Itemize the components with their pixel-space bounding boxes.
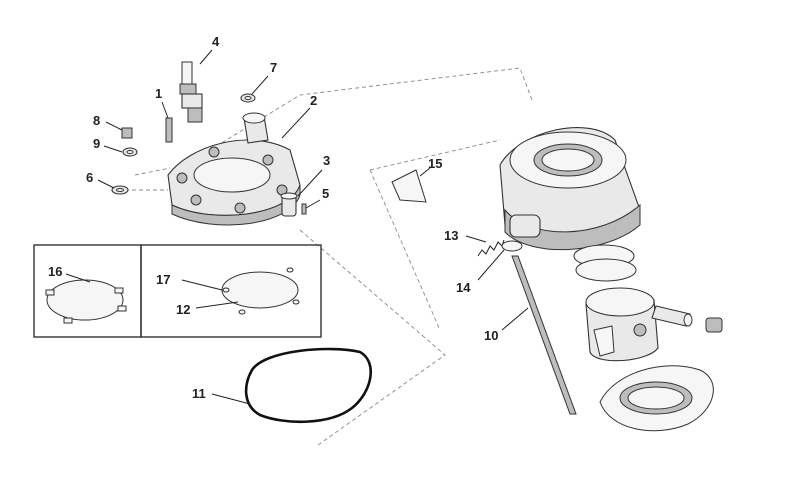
long-stud	[511, 255, 577, 415]
callout-15: 15	[428, 156, 442, 171]
small-washers	[111, 93, 256, 195]
cylinder-block	[499, 127, 641, 251]
base-gasket	[599, 365, 714, 432]
large-o-ring	[244, 347, 372, 424]
piston-rings	[573, 244, 637, 282]
callout-8: 8	[93, 113, 100, 128]
callout-7: 7	[270, 60, 277, 75]
head-gasket-large	[221, 267, 300, 315]
assembly-guide-lines	[118, 67, 533, 446]
callout-12: 12	[176, 302, 190, 317]
bracket	[391, 169, 427, 203]
thermostat	[280, 192, 307, 217]
callout-11: 11	[192, 386, 206, 401]
callout-3: 3	[323, 153, 330, 168]
callout-5: 5	[322, 186, 329, 201]
callout-14: 14	[456, 280, 471, 295]
gasket-kit-frame	[33, 244, 322, 338]
callout-10: 10	[484, 328, 498, 343]
callout-1: 1	[155, 86, 162, 101]
leader-lines	[65, 49, 529, 405]
callout-4: 4	[212, 34, 220, 49]
head-gasket-small	[45, 279, 127, 324]
callout-9: 9	[93, 136, 100, 151]
wrist-pin	[651, 305, 723, 333]
callout-6: 6	[86, 170, 93, 185]
head-stud	[165, 117, 173, 143]
small-o-ring	[501, 240, 523, 252]
cylinder-head	[167, 112, 301, 226]
callout-17: 17	[156, 272, 170, 287]
callout-2: 2	[310, 93, 317, 108]
spark-plug	[179, 61, 203, 123]
spring	[477, 239, 505, 257]
callout-16: 16	[48, 264, 62, 279]
callout-labels: 1 2 3 4 5 6 7 8 9 10 11 12 13 14 15 16 1…	[48, 34, 498, 401]
piston	[585, 287, 659, 362]
callout-13: 13	[444, 228, 458, 243]
